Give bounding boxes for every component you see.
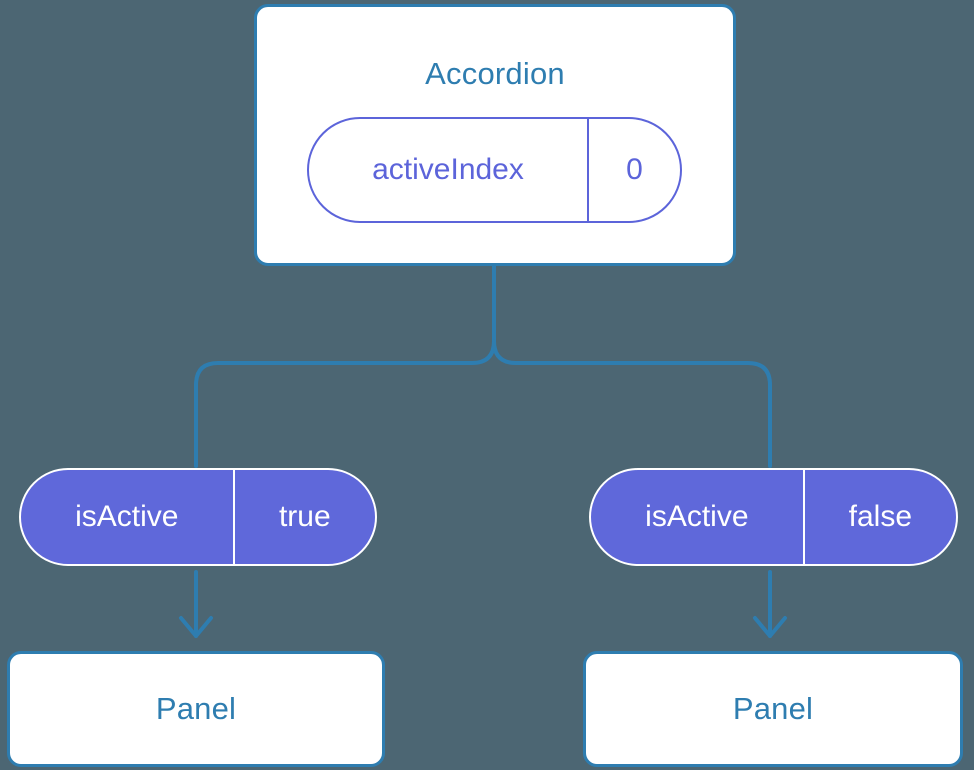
panel-node-right[interactable]: Panel — [583, 651, 963, 767]
panel-node-left[interactable]: Panel — [7, 651, 385, 767]
connector-root-to-branch — [194, 264, 496, 468]
arrow-down-right — [753, 570, 787, 638]
connector-root-to-branch-right — [492, 339, 772, 468]
prop-pill-is-active-left-value: true — [232, 470, 375, 564]
panel-title-left: Panel — [155, 691, 237, 726]
arrow-down-left — [179, 570, 213, 638]
prop-pill-is-active-left-key: isActive — [75, 500, 179, 533]
prop-pill-is-active-left[interactable]: isActive true — [19, 468, 377, 566]
state-pill-active-index-key: activeIndex — [372, 153, 524, 186]
state-pill-active-index[interactable]: activeIndex 0 — [307, 117, 682, 223]
prop-pill-is-active-right[interactable]: isActive false — [589, 468, 958, 566]
panel-title-right: Panel — [732, 691, 814, 726]
accordion-title: Accordion — [425, 56, 565, 91]
prop-pill-is-active-right-key: isActive — [645, 500, 749, 533]
state-pill-active-index-value: 0 — [586, 119, 680, 221]
prop-pill-is-active-right-value: false — [802, 470, 956, 564]
